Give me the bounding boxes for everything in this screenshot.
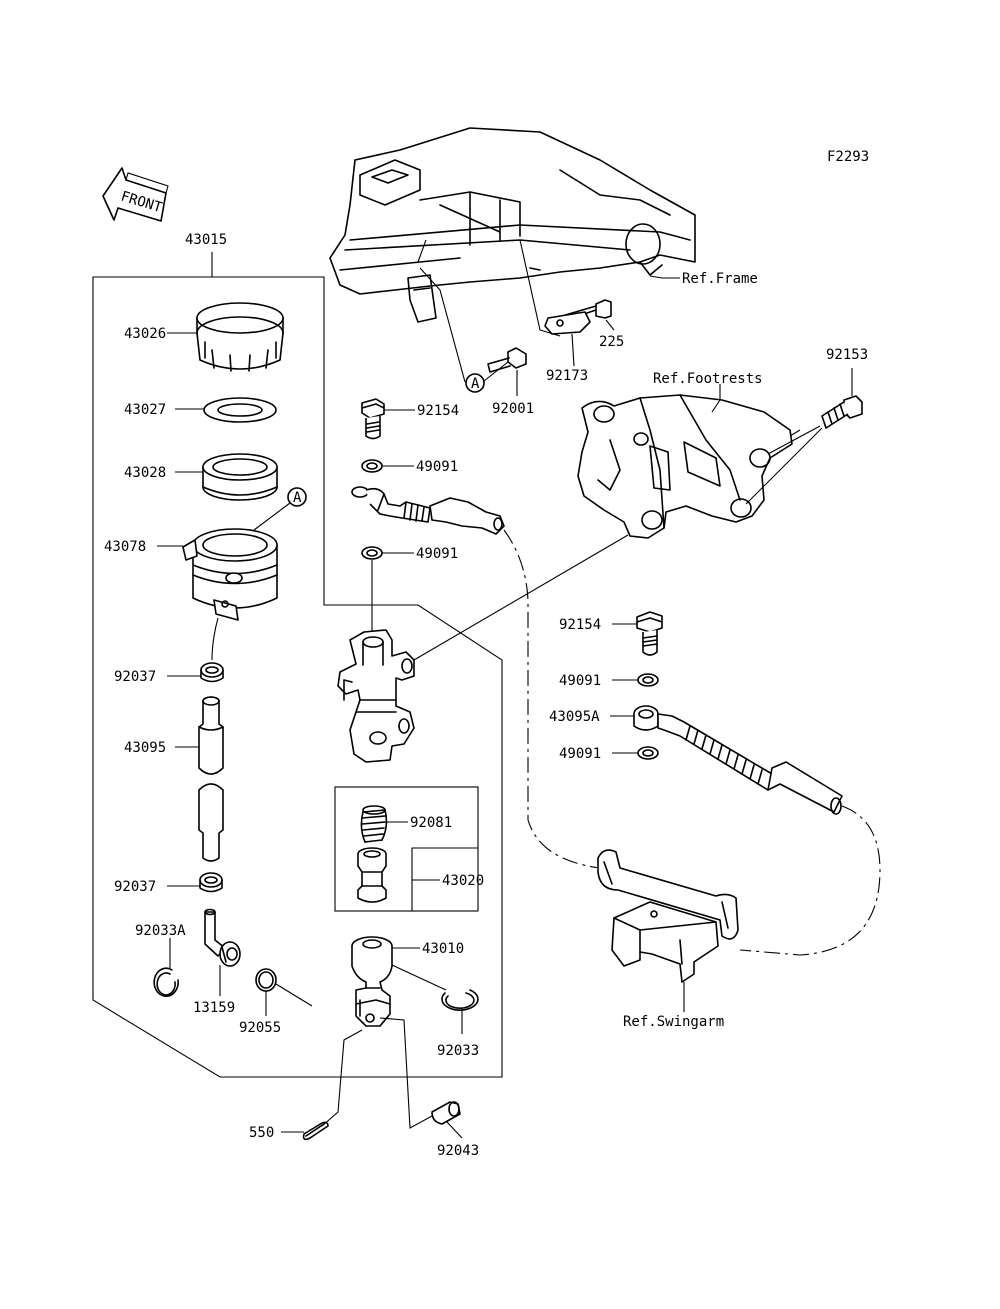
washer-49091-a-icon xyxy=(361,459,383,473)
washer-49091-c-icon xyxy=(637,673,659,687)
label-43028: 43028 xyxy=(124,465,166,481)
circlip-92033a-icon xyxy=(153,967,179,998)
label-43095: 43095 xyxy=(124,740,166,756)
ref-footrests-label: Ref.Footrests xyxy=(653,371,763,387)
assembly-43015-boundary xyxy=(92,276,503,1078)
label-92043: 92043 xyxy=(437,1143,479,1159)
label-92037-top: 92037 xyxy=(114,669,156,685)
hose-clamp-92037-bottom-icon xyxy=(199,872,223,893)
label-92033: 92033 xyxy=(437,1043,479,1059)
ref-swingarm-label: Ref.Swingarm xyxy=(623,1014,724,1030)
label-92154-right: 92154 xyxy=(559,617,601,633)
washer-49091-b-icon xyxy=(361,546,383,560)
label-49091-c: 49091 xyxy=(559,673,601,689)
label-92001: 92001 xyxy=(492,401,534,417)
diaphragm-plate-43027-icon xyxy=(203,397,277,423)
reservoir-43078-icon xyxy=(182,528,278,621)
subassembly-43020-box xyxy=(334,786,479,912)
label-43078: 43078 xyxy=(104,539,146,555)
cotter-pin-550-icon xyxy=(302,1121,329,1141)
hose-clamp-92037-top-icon xyxy=(200,662,224,683)
frame-icon xyxy=(329,127,696,323)
swingarm-bracket-icon xyxy=(597,849,739,983)
marker-a-left: A xyxy=(287,487,307,507)
diaphragm-43028-icon xyxy=(202,453,278,501)
label-13159: 13159 xyxy=(193,1000,235,1016)
front-arrow-icon: FRONT xyxy=(102,167,169,222)
fitting-13159-icon xyxy=(204,908,241,967)
label-92081: 92081 xyxy=(410,815,452,831)
reservoir-cap-43026-icon xyxy=(196,302,284,372)
label-92153: 92153 xyxy=(826,347,868,363)
clamp-92173-icon xyxy=(544,311,591,335)
label-92033a: 92033A xyxy=(135,923,186,939)
banjo-bolt-92154-right-icon xyxy=(636,611,663,656)
label-92173: 92173 xyxy=(546,368,588,384)
label-43027: 43027 xyxy=(124,402,166,418)
footrest-bracket-icon xyxy=(577,394,793,539)
ref-frame-label: Ref.Frame xyxy=(682,271,758,287)
label-43020: 43020 xyxy=(442,873,484,889)
marker-a-top: A xyxy=(465,373,485,393)
label-49091-a: 49091 xyxy=(416,459,458,475)
pin-92043-icon xyxy=(431,1101,461,1125)
bolt-92001-icon xyxy=(487,347,527,373)
spring-92081-icon xyxy=(360,805,388,843)
hose-43095-icon xyxy=(198,696,224,862)
label-43026: 43026 xyxy=(124,326,166,342)
label-43095a: 43095A xyxy=(549,709,600,725)
circlip-92033-icon xyxy=(441,989,479,1011)
piston-43020-icon xyxy=(357,847,387,903)
figure-code: F2293 xyxy=(827,149,869,165)
bolt-92153-icon xyxy=(821,395,863,429)
label-49091-b: 49091 xyxy=(416,546,458,562)
label-43010: 43010 xyxy=(422,941,464,957)
label-92154-top: 92154 xyxy=(417,403,459,419)
washer-49091-d-icon xyxy=(637,746,659,760)
label-225: 225 xyxy=(599,334,624,350)
label-43015: 43015 xyxy=(185,232,227,248)
o-ring-92055-icon xyxy=(255,968,277,992)
svg-text:A: A xyxy=(471,376,480,392)
banjo-bolt-92154-top-icon xyxy=(361,398,385,440)
label-92037-bottom: 92037 xyxy=(114,879,156,895)
label-550: 550 xyxy=(249,1125,274,1141)
master-cylinder-body-icon xyxy=(337,629,415,763)
label-49091-d: 49091 xyxy=(559,746,601,762)
label-92055: 92055 xyxy=(239,1020,281,1036)
brake-hose-upper-icon xyxy=(351,486,505,535)
svg-text:A: A xyxy=(293,490,302,506)
brake-hose-43095a-icon xyxy=(633,705,843,815)
push-rod-43010-icon xyxy=(351,936,393,1027)
